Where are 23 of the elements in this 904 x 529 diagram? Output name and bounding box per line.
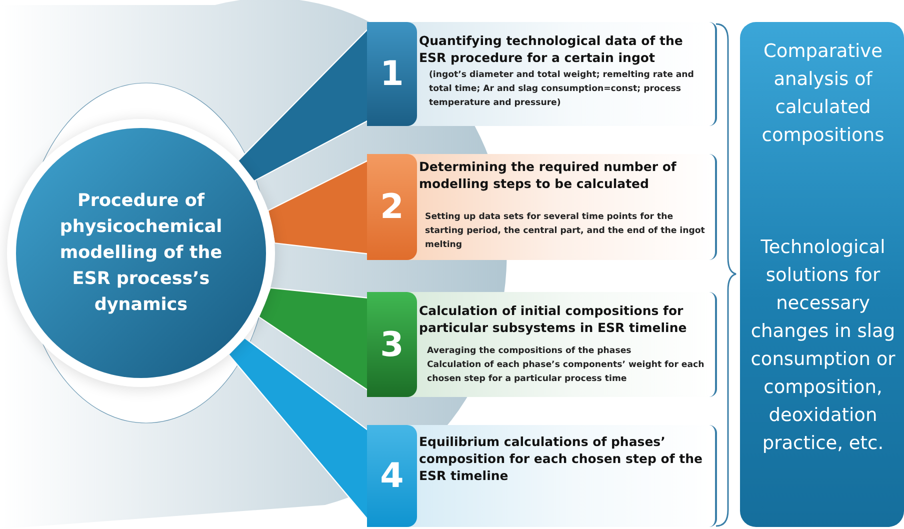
step-heading: Equilibrium calculations of phases’ composition for each chosen step of the ESR timeline xyxy=(419,433,704,484)
step-number: 3 xyxy=(367,292,417,397)
step-description: (ingot’s diameter and total weight; remelting rate and total time; Ar and slag consumption=const; process temperature and pressure) xyxy=(429,69,695,110)
step-heading: Quantifying technological data of the ESR procedure for a certain ingot xyxy=(419,32,684,66)
connector-wedge xyxy=(237,26,370,182)
circle-text: Procedure of physicochemical modelling of the ESR process’s dynamics xyxy=(58,190,224,317)
step-heading: Calculation of initial compositions for particular subsystems in ESR timeline xyxy=(419,302,688,336)
connector-wedge xyxy=(258,287,370,392)
step-heading: Determining the required number of modelling steps to be calculated xyxy=(419,158,678,192)
step-description: Calculation of each phase’s components’ weight for each chosen step for a particular process time xyxy=(427,359,706,386)
result-panel xyxy=(740,22,904,527)
step-description: Setting up data sets for several time points for the starting period, the central part, and the end of the ingot melting xyxy=(425,211,706,252)
step-number: 1 xyxy=(367,22,417,126)
step-card xyxy=(367,292,717,397)
step-card xyxy=(367,22,717,126)
step-number: 4 xyxy=(367,425,417,527)
step-number: 2 xyxy=(367,154,417,260)
connector-wedge xyxy=(267,159,370,255)
step-card xyxy=(367,425,717,527)
result-text: Technological solutions for necessary changes in slag consumption or composition, deoxidation practice, etc. xyxy=(750,236,896,456)
step-card xyxy=(367,154,717,260)
result-text: Comparative analysis of calculated compositions xyxy=(760,40,886,148)
step-description: Averaging the compositions of the phases xyxy=(427,345,632,358)
